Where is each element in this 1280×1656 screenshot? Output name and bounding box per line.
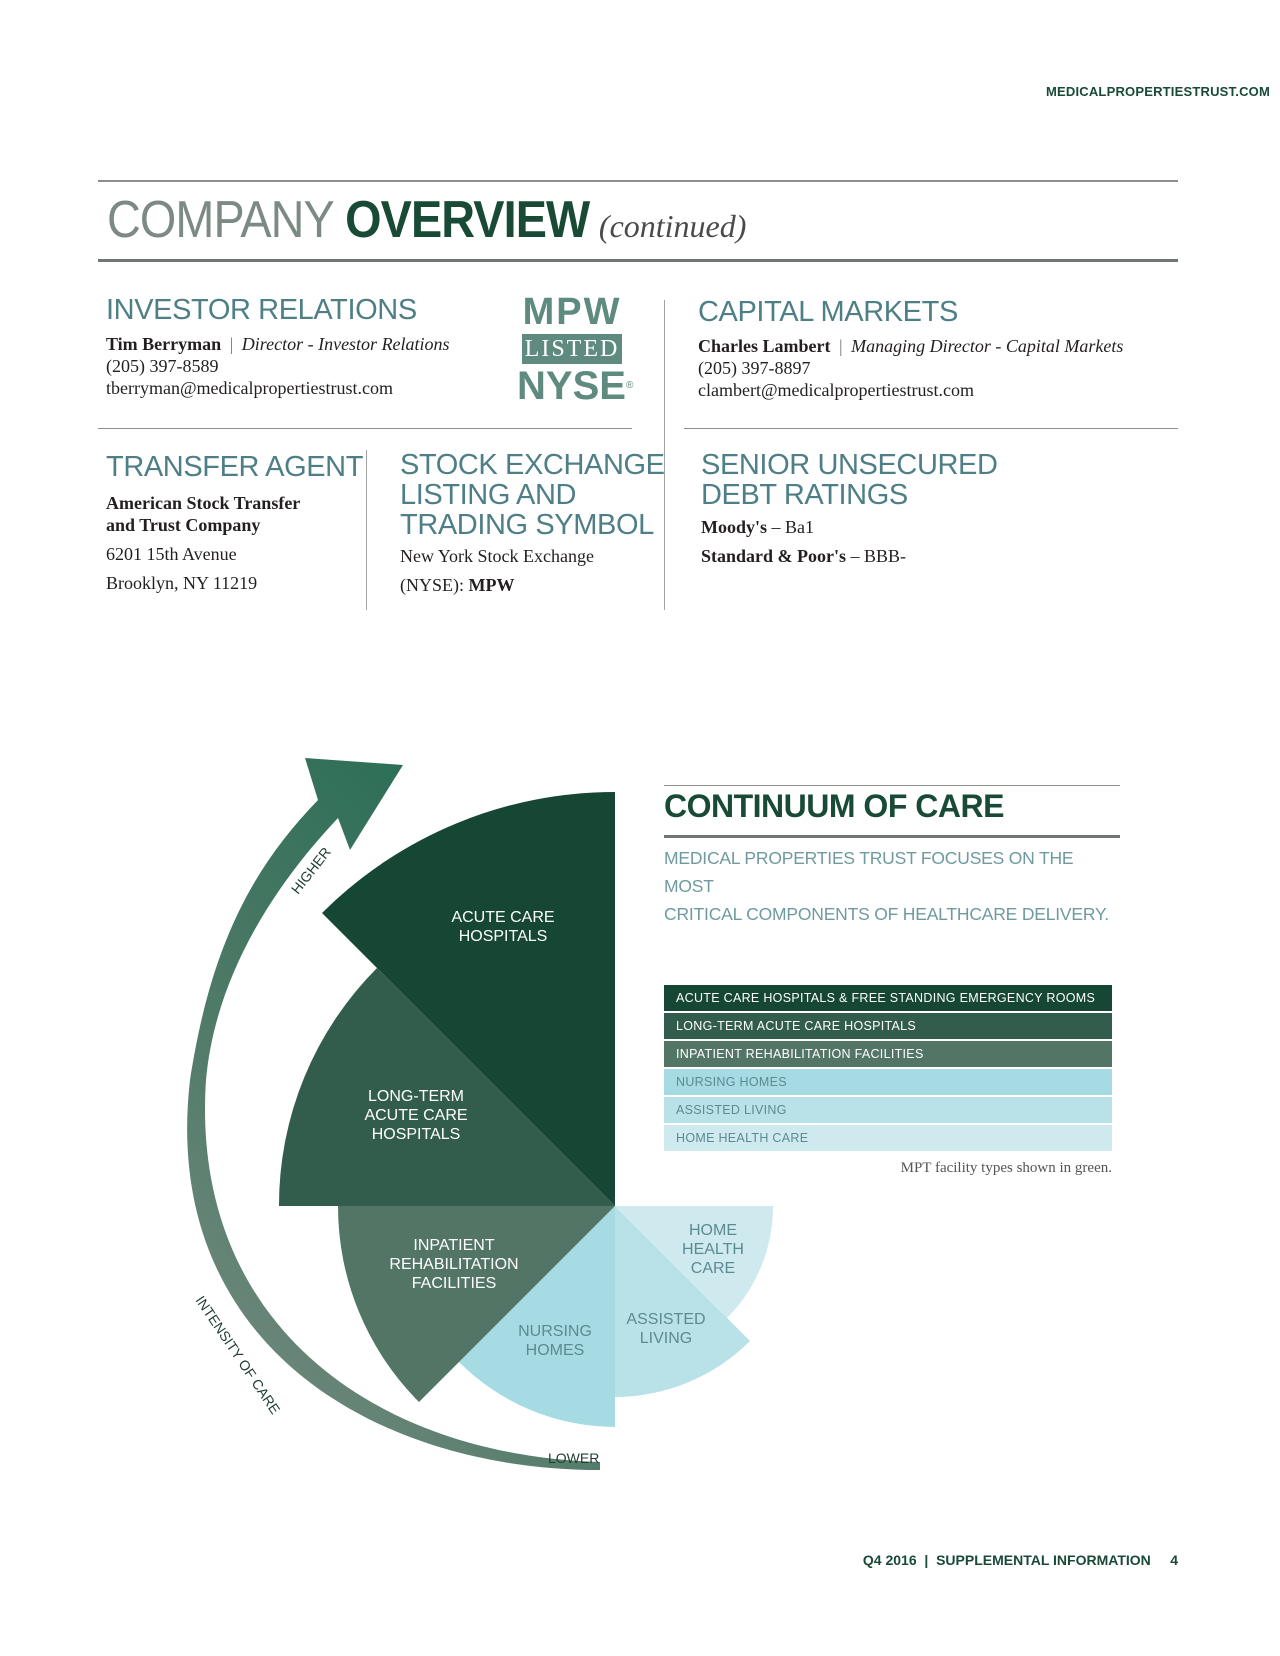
section-rule-right [684, 428, 1178, 429]
svg-text:HOME: HOME [689, 1222, 737, 1239]
label-nursing-homes: NURSING HOMES [518, 1323, 592, 1359]
arrow-lower-label: LOWER [548, 1450, 599, 1466]
svg-text:NURSING: NURSING [518, 1323, 592, 1340]
cm-separator: | [838, 336, 843, 356]
continuum-bottom-rule [664, 835, 1120, 838]
segment-acute-care [322, 791, 615, 1206]
debt-ratings-heading: SENIOR UNSECURED DEBT RATINGS [701, 449, 998, 511]
ir-name: Tim Berryman [106, 334, 222, 354]
se-symbol: MPW [468, 575, 515, 595]
legend-row: ACUTE CARE HOSPITALS & FREE STANDING EME… [664, 985, 1112, 1011]
svg-text:HOSPITALS: HOSPITALS [459, 928, 548, 945]
label-acute-care: ACUTE CARE HOSPITALS [451, 909, 554, 945]
segment-nursing-homes [459, 1206, 615, 1427]
moodys-label: Moody's [701, 517, 768, 537]
label-inpatient-rehab: INPATIENT REHABILITATION FACILITIES [389, 1237, 518, 1292]
capital-markets-heading: CAPITAL MARKETS [698, 296, 958, 328]
ir-separator: | [229, 334, 234, 354]
title-part2: OVERVIEW [345, 191, 590, 249]
capital-markets-contact: Charles Lambert | Managing Director - Ca… [698, 335, 1178, 401]
cm-phone: (205) 397-8897 [698, 358, 811, 378]
legend-row: LONG-TERM ACUTE CARE HOSPITALS [664, 1013, 1112, 1039]
sp-label: Standard & Poor's [701, 546, 847, 566]
label-home-health: HOME HEALTH CARE [682, 1222, 744, 1277]
stock-exchange-heading: STOCK EXCHANGE LISTING AND TRADING SYMBO… [400, 449, 665, 541]
svg-text:LONG-TERM: LONG-TERM [368, 1088, 464, 1105]
continuum-subtitle: MEDICAL PROPERTIES TRUST FOCUSES ON THE … [664, 848, 1109, 924]
svg-text:ASSISTED: ASSISTED [626, 1311, 705, 1328]
investor-relations-heading: INVESTOR RELATIONS [106, 294, 417, 326]
ta-address2: Brooklyn, NY 11219 [106, 573, 258, 593]
svg-text:HEALTH: HEALTH [682, 1241, 744, 1258]
legend-row: NURSING HOMES [664, 1069, 1112, 1095]
segment-ltach [278, 968, 615, 1206]
ir-phone: (205) 397-8589 [106, 356, 219, 376]
ir-email[interactable]: tberryman@medicalpropertiestrust.com [106, 378, 393, 398]
page-footer: Q4 2016 | SUPPLEMENTAL INFORMATION 4 [862, 1552, 1178, 1568]
legend-row: INPATIENT REHABILITATION FACILITIES [664, 1041, 1112, 1067]
moodys-value: – Ba1 [767, 517, 815, 537]
cm-name: Charles Lambert [698, 336, 831, 356]
transfer-agent-heading: TRANSFER AGENT [106, 451, 364, 483]
svg-text:CARE: CARE [691, 1260, 735, 1277]
title-part3: (continued) [598, 208, 747, 244]
label-ltach: LONG-TERM ACUTE CARE HOSPITALS [364, 1088, 467, 1143]
segment-inpatient-rehab [337, 1206, 615, 1402]
facility-legend: ACUTE CARE HOSPITALS & FREE STANDING EME… [664, 985, 1112, 1153]
svg-text:ACUTE CARE: ACUTE CARE [451, 909, 554, 926]
vertical-divider-top [664, 300, 665, 610]
stock-exchange-details: New York Stock Exchange (NYSE): MPW [400, 545, 650, 596]
segment-assisted-living [615, 1206, 750, 1397]
sp-value: – BBB- [846, 546, 907, 566]
page-title: COMPANY OVERVIEW(continued) [107, 190, 746, 250]
svg-text:INPATIENT: INPATIENT [413, 1237, 494, 1254]
logo-nyse: NYSE® [517, 364, 634, 408]
arrow-axis-label: INTENSITY OF CARE [193, 1293, 284, 1417]
svg-text:LIVING: LIVING [640, 1330, 692, 1347]
continuum-top-rule [664, 785, 1120, 786]
cm-email[interactable]: clambert@medicalpropertiestrust.com [698, 380, 974, 400]
title-part1: COMPANY [107, 191, 346, 249]
se-exchange: New York Stock Exchange [400, 546, 594, 566]
legend-note: MPT facility types shown in green. [900, 1160, 1112, 1176]
vertical-divider-transfer [366, 450, 367, 610]
legend-row: ASSISTED LIVING [664, 1097, 1112, 1123]
svg-text:HOMES: HOMES [526, 1342, 585, 1359]
investor-relations-contact: Tim Berryman | Director - Investor Relat… [106, 333, 526, 399]
debt-ratings-details: Moody's – Ba1 Standard & Poor's – BBB- [701, 516, 1101, 567]
se-symbol-prefix: (NYSE): [400, 575, 469, 595]
ta-address1: 6201 15th Avenue [106, 544, 237, 564]
title-bottom-rule [98, 259, 1178, 262]
svg-text:HOSPITALS: HOSPITALS [372, 1126, 461, 1143]
transfer-agent-details: American Stock Transfer and Trust Compan… [106, 492, 356, 594]
svg-text:FACILITIES: FACILITIES [412, 1275, 496, 1292]
label-assisted-living: ASSISTED LIVING [626, 1311, 705, 1347]
svg-text:REHABILITATION: REHABILITATION [389, 1256, 518, 1273]
legend-row: HOME HEALTH CARE [664, 1125, 1112, 1151]
ta-company-line2: and Trust Company [106, 515, 261, 535]
site-url[interactable]: MEDICALPROPERTIESTRUST.COM [1045, 84, 1270, 99]
title-top-rule [98, 180, 1178, 182]
segment-home-health [615, 1206, 774, 1318]
cm-role: Managing Director - Capital Markets [851, 336, 1124, 356]
logo-mpw: MPW [522, 291, 622, 333]
ir-role: Director - Investor Relations [241, 334, 450, 354]
svg-text:ACUTE CARE: ACUTE CARE [364, 1107, 467, 1124]
logo-listed: LISTED [522, 334, 622, 364]
section-rule-left [98, 428, 632, 429]
continuum-title: CONTINUUM OF CARE [664, 788, 1004, 824]
ta-company-line1: American Stock Transfer [106, 493, 301, 513]
